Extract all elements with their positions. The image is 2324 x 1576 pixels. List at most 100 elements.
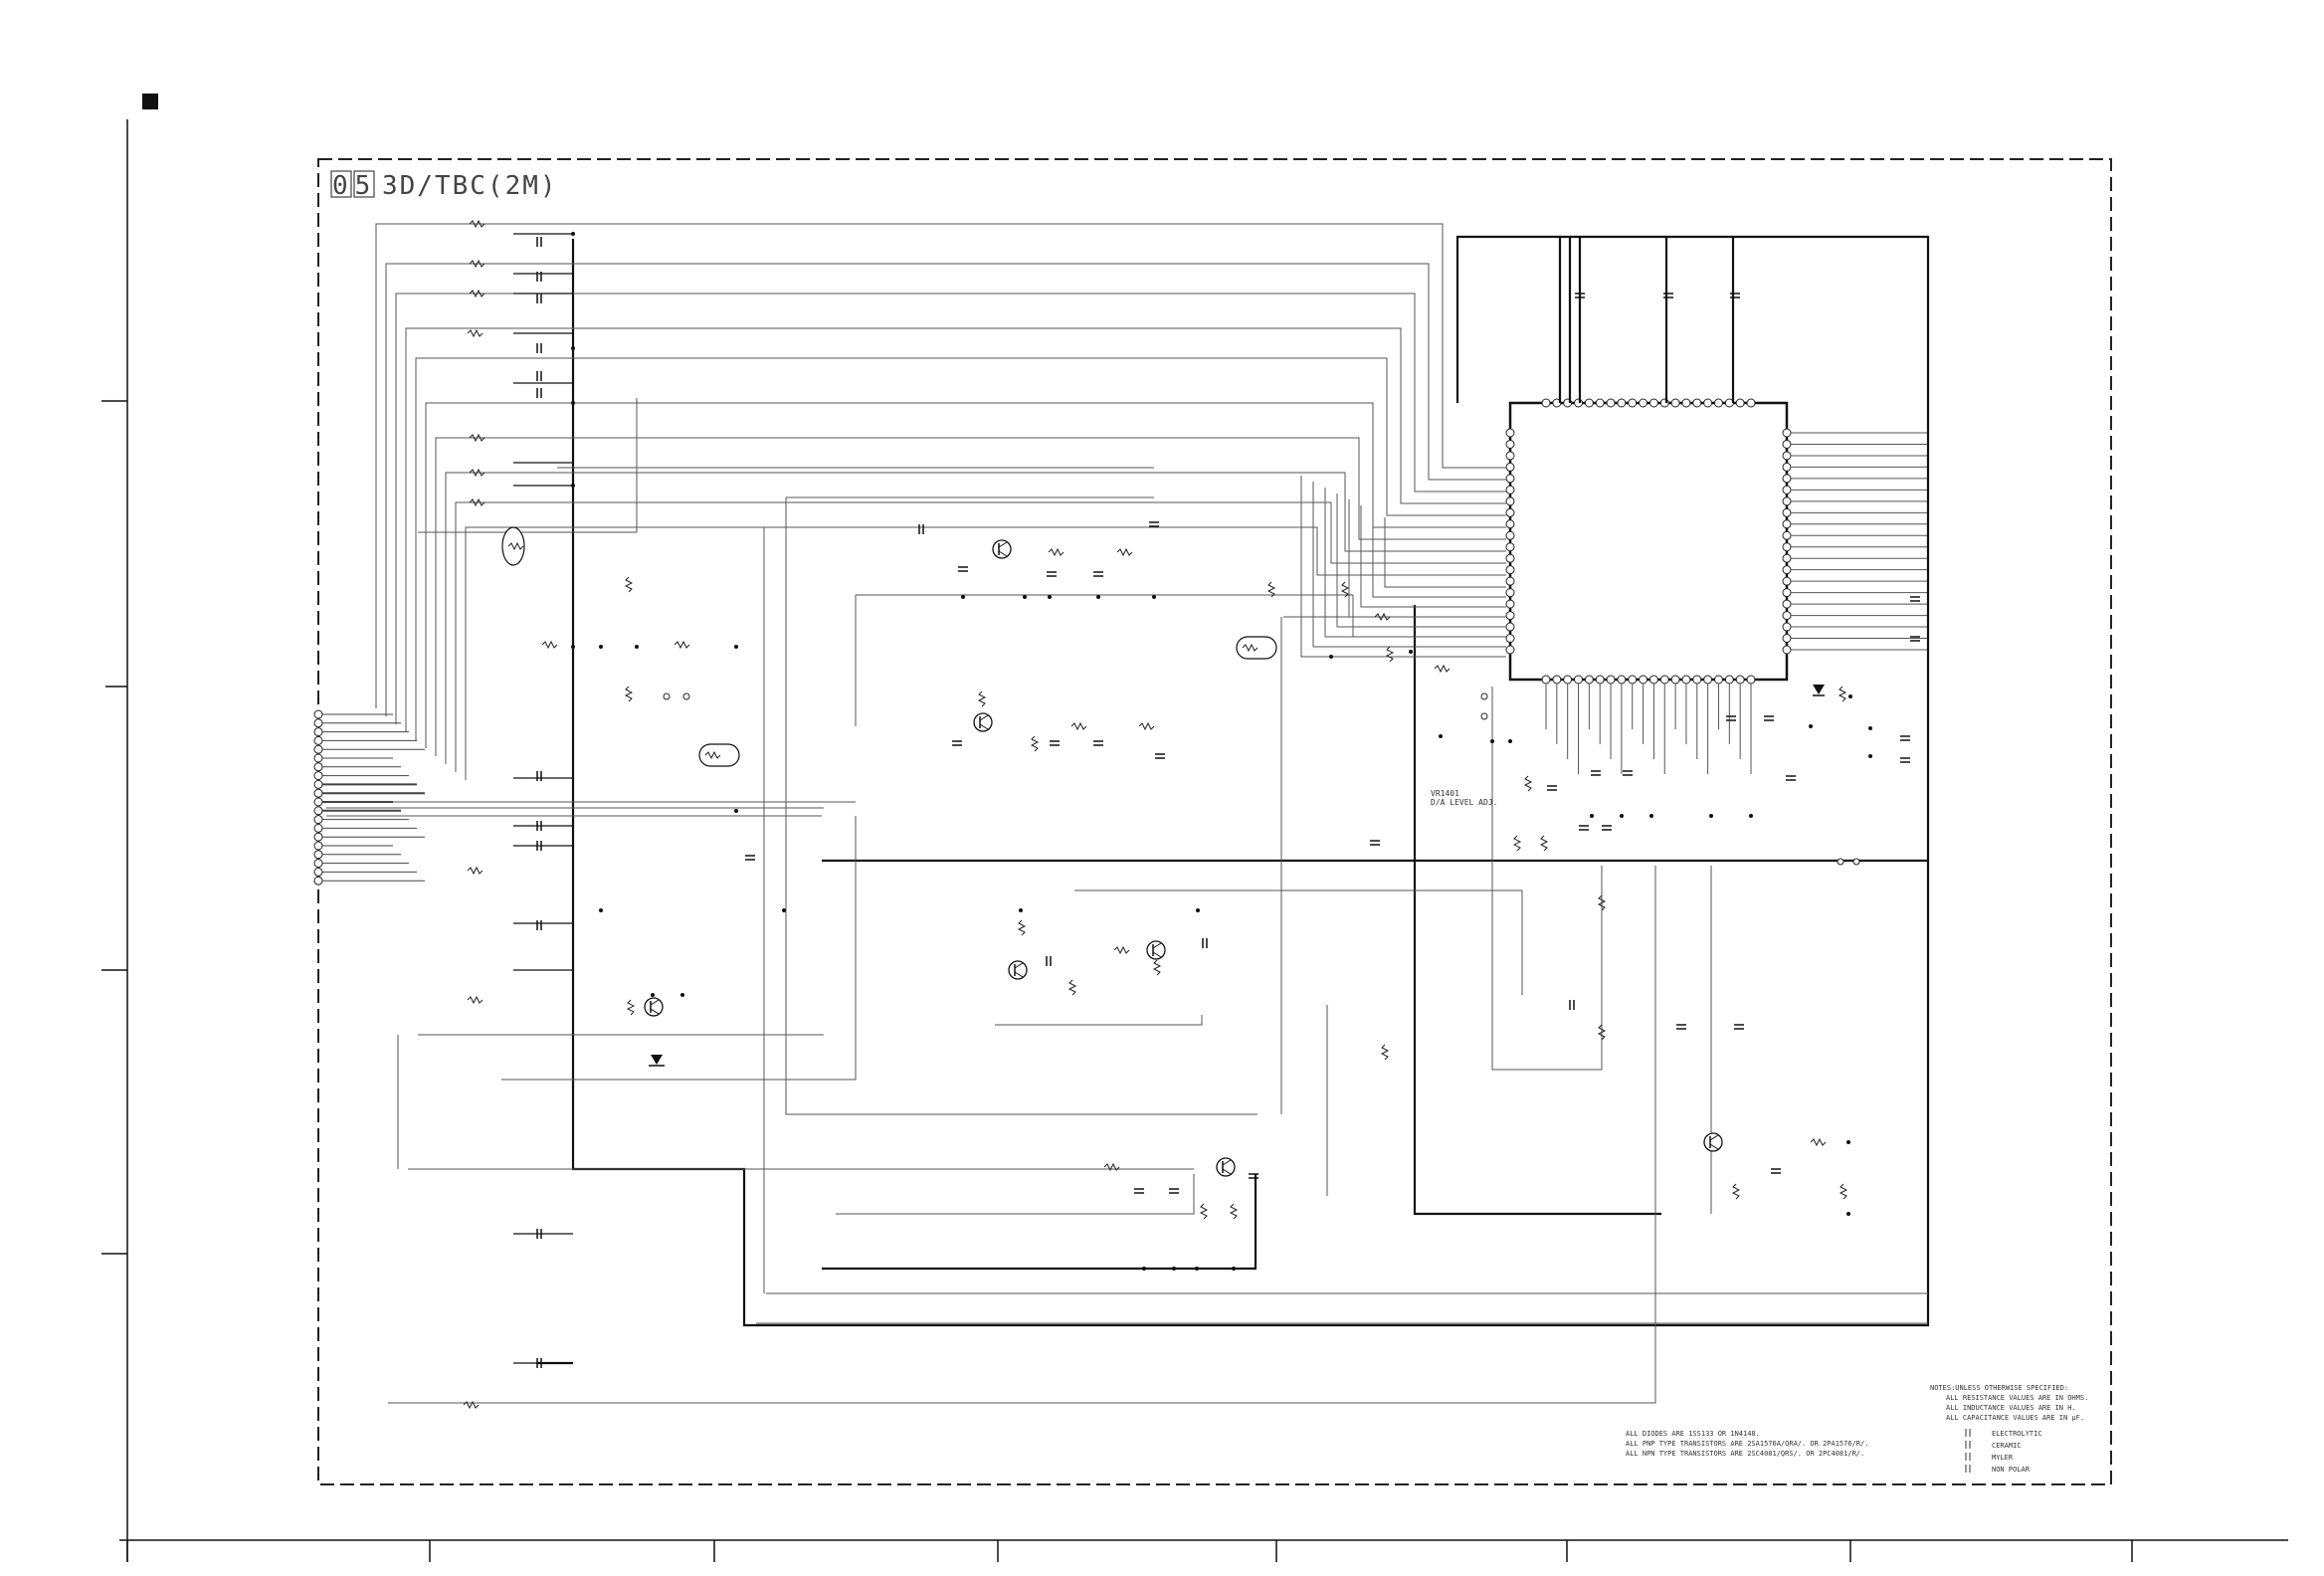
ic-pin [1692, 398, 1702, 408]
ic-pin [1782, 474, 1792, 484]
ic-pin [1782, 576, 1792, 586]
ic-pin [1584, 675, 1594, 685]
transistor-lead [998, 541, 1008, 548]
input-connector [313, 709, 425, 886]
ic-pin [1606, 398, 1616, 408]
junction-dot [571, 346, 575, 350]
junction-dot [1848, 694, 1852, 698]
wire [425, 402, 1506, 748]
connector-pin [313, 735, 323, 745]
ic-pin [1505, 553, 1515, 563]
note-npn: ALL NPN TYPE TRANSISTORS ARE 2SC4081/QRS… [1626, 1450, 1864, 1458]
resistor [1152, 959, 1162, 976]
transistor [992, 539, 1012, 559]
junction-dot [571, 232, 575, 236]
resistor [1434, 664, 1451, 674]
connector-pin [313, 859, 323, 869]
ic-pin [1681, 675, 1691, 685]
test-point [1480, 692, 1488, 700]
ic-pins [1505, 398, 1928, 774]
ic-pin [1670, 675, 1680, 685]
ic-pin [1505, 496, 1515, 506]
resistor [704, 750, 721, 760]
transistor-lead [979, 723, 989, 730]
ic-pin [1782, 496, 1792, 506]
resistor [1539, 835, 1549, 852]
wire [1074, 889, 1523, 995]
junction-dot [1142, 1267, 1146, 1271]
ic-pin [1584, 398, 1594, 408]
transistor-lead [650, 999, 660, 1006]
wire [1491, 687, 1603, 1071]
connector-pin [313, 867, 323, 877]
ic-pin [1505, 588, 1515, 598]
ic-pin [1505, 462, 1515, 472]
junction-dot [734, 645, 738, 649]
resistor [1030, 735, 1040, 752]
wire [836, 1174, 1195, 1215]
resistor [1048, 547, 1065, 557]
junction-dot [1096, 595, 1100, 599]
sheet-title: 05 3D/TBC(2M) [330, 170, 556, 201]
wire [465, 526, 1506, 780]
notes-line: ALL RESISTANCE VALUES ARE IN OHMS. [1946, 1394, 2088, 1402]
transistor [1008, 960, 1028, 980]
sheet-number: 05 [332, 171, 377, 201]
resistor [1138, 721, 1155, 731]
junction-dot [571, 401, 575, 405]
bottom-ticks [126, 1540, 2133, 1562]
junction-dot [651, 993, 655, 997]
legend-myler: MYLER [1992, 1454, 2014, 1462]
transistor-lead [1709, 1134, 1719, 1141]
wire [405, 327, 1506, 732]
ic-pin [1617, 675, 1627, 685]
ic-pin [1782, 622, 1792, 632]
junction-dot [599, 645, 603, 649]
junction-dot [1195, 1267, 1199, 1271]
ic-pin [1782, 462, 1792, 472]
ic-pin [1505, 519, 1515, 529]
ic-pin [1735, 398, 1745, 408]
ic-pin [1692, 675, 1702, 685]
connector-pin [313, 815, 323, 825]
resistor [1103, 1162, 1120, 1172]
junction-dot [1172, 1267, 1176, 1271]
wire [1360, 505, 1506, 608]
connector-pin [313, 841, 323, 851]
ic-pin [1782, 553, 1792, 563]
ic-pin [1505, 622, 1515, 632]
resistor [1229, 1203, 1239, 1220]
junction-dot [1048, 595, 1052, 599]
ic-pin [1563, 675, 1573, 685]
ic-pin [1782, 507, 1792, 517]
connector-pin [313, 788, 323, 798]
resistor [977, 690, 987, 707]
resistor [463, 1400, 480, 1410]
ic-pin [1782, 439, 1792, 449]
resistor [541, 640, 558, 650]
transistor-lead [1709, 1143, 1719, 1150]
junction-dot [1019, 908, 1023, 912]
wire [388, 866, 1656, 1404]
wire [415, 357, 1506, 740]
connector-pin [313, 771, 323, 781]
junction-dot [961, 595, 965, 599]
components [463, 219, 1920, 1410]
ic-pin [1505, 634, 1515, 644]
wire [1300, 476, 1506, 658]
resistor [1116, 547, 1133, 557]
transistor-lead [1152, 942, 1162, 949]
resistor [1385, 646, 1395, 663]
transistor-lead [1152, 951, 1162, 958]
junction-dot [1620, 814, 1624, 818]
resistor [1374, 612, 1391, 622]
ic-pin [1659, 675, 1669, 685]
junction-dot [635, 645, 639, 649]
resistor [469, 468, 485, 478]
resistor [1017, 919, 1027, 936]
ic-pin [1782, 451, 1792, 461]
ic-pin [1574, 398, 1584, 408]
resistor [507, 541, 524, 551]
wire [1312, 482, 1506, 648]
ic-pin [1713, 398, 1723, 408]
